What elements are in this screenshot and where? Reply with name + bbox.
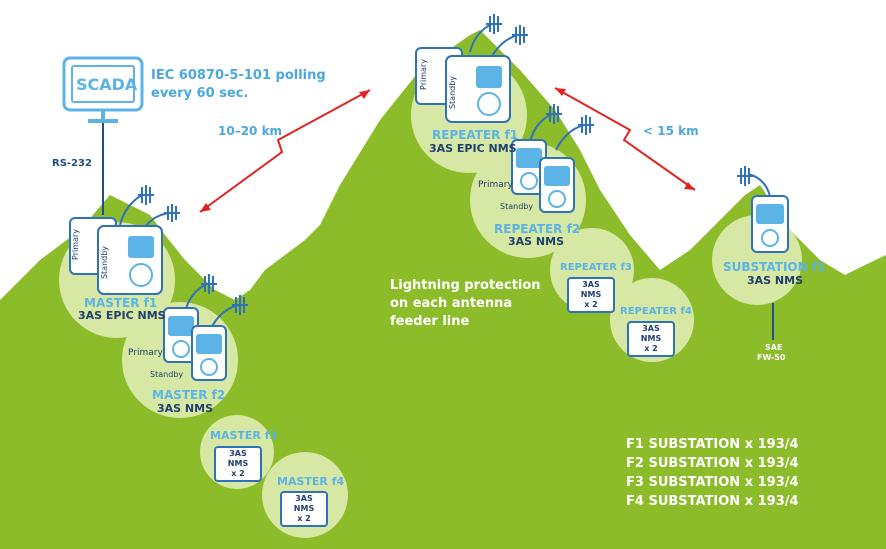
repeater-f4-box: 3AS NMS x 2	[627, 321, 675, 357]
repeater-f1-standby-label: Standby	[448, 75, 458, 110]
master-f2-standby-label: Standby	[150, 370, 184, 379]
repeater-f1-sub: 3AS EPIC NMS	[429, 142, 517, 155]
radio-repeater-f2-primary	[511, 139, 547, 195]
master-f4-box-line1: 3AS NMS	[293, 494, 315, 513]
substation-count-f4: F4 SUBSTATION x 193/4	[626, 494, 799, 509]
master-f3-box-line1: 3AS NMS	[227, 449, 249, 468]
repeater-f1-title: REPEATER f1	[432, 128, 519, 142]
repeater-f4-box-line2: x 2	[644, 344, 658, 353]
repeater-f3-box-line2: x 2	[584, 300, 598, 309]
scada-protocol-line2: every 60 sec.	[151, 86, 249, 101]
master-f1-sub: 3AS EPIC NMS	[78, 309, 166, 322]
master-f1-primary-label: Primary	[70, 229, 80, 260]
master-f2-primary-label: Primary	[128, 348, 163, 358]
master-f4-box: 3AS NMS x 2	[280, 491, 328, 527]
repeater-f1-primary-label: Primary	[418, 59, 428, 90]
radio-repeater-f2-standby	[539, 157, 575, 213]
master-f4-title: MASTER f4	[277, 475, 345, 488]
radio-master-f2-standby	[191, 325, 227, 381]
antennas	[119, 14, 771, 331]
repeater-f2-title: REPEATER f2	[494, 222, 581, 236]
substation-count-f3: F3 SUBSTATION x 193/4	[626, 475, 799, 490]
substation-count-f1: F1 SUBSTATION x 193/4	[626, 437, 799, 452]
lightning-note-line1: Lightning protection	[390, 278, 541, 293]
substation-f1-sub: 3AS NMS	[747, 274, 803, 287]
lightning-note-line3: feeder line	[390, 314, 470, 329]
repeater-f2-primary-label: Primary	[478, 180, 513, 190]
substation-equipment-line2: FW-50	[757, 353, 786, 362]
master-f4-box-line2: x 2	[297, 514, 311, 523]
link-master-repeater	[199, 89, 371, 213]
scada-protocol-line1: IEC 60870-5-101 polling	[151, 68, 326, 83]
repeater-f3-title: REPEATER f3	[560, 262, 632, 273]
lightning-note-line2: on each antenna	[390, 296, 513, 311]
master-f3-box: 3AS NMS x 2	[214, 446, 262, 482]
link-repeater-substation	[554, 87, 696, 191]
repeater-f2-standby-label: Standby	[500, 202, 534, 211]
repeater-f3-box-line1: 3AS NMS	[580, 280, 602, 299]
substation-count-f2: F2 SUBSTATION x 193/4	[626, 456, 799, 471]
substation-equipment-line1: SAE	[765, 343, 783, 352]
master-f3-title: MASTER f3	[210, 429, 278, 442]
substation-f1-title: SUBSTATION f1	[723, 260, 826, 274]
scada-label: SCADA	[76, 75, 138, 94]
distance-master-repeater: 10–20 km	[218, 124, 283, 138]
repeater-f3-box: 3AS NMS x 2	[567, 277, 615, 313]
rs232-label: RS-232	[52, 158, 92, 169]
radio-repeater-f1-standby	[445, 55, 511, 123]
master-f1-title: MASTER f1	[84, 296, 158, 310]
radio-master-f1-standby	[97, 225, 163, 295]
repeater-f2-sub: 3AS NMS	[508, 235, 564, 248]
repeater-f4-box-line1: 3AS NMS	[640, 324, 662, 343]
repeater-f4-title: REPEATER f4	[620, 306, 692, 317]
radio-substation-f1	[751, 195, 789, 253]
distance-repeater-substation: < 15 km	[643, 124, 699, 138]
master-f2-sub: 3AS NMS	[157, 402, 213, 415]
master-f3-box-line2: x 2	[231, 469, 245, 478]
master-f2-title: MASTER f2	[152, 388, 226, 402]
master-f1-standby-label: Standby	[100, 245, 110, 280]
